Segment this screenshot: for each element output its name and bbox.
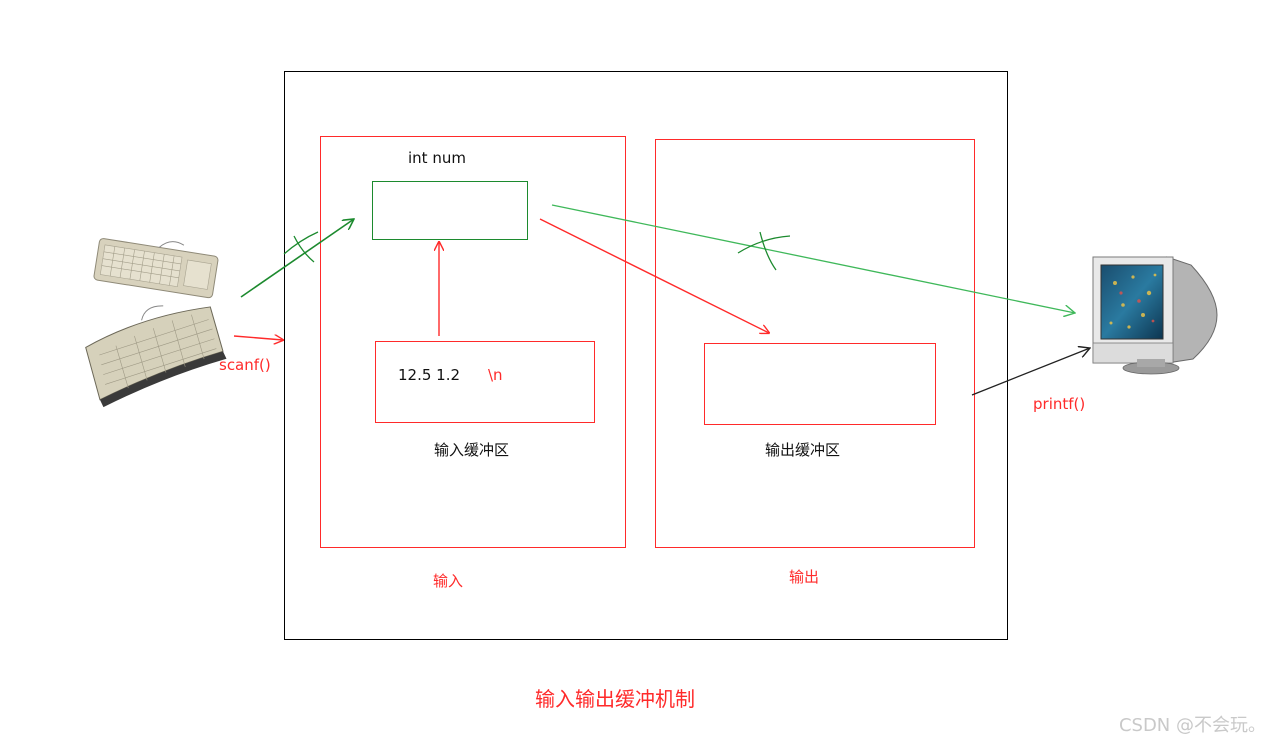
keyboard-icon bbox=[85, 305, 227, 408]
input-buffer-box bbox=[375, 341, 595, 423]
diagram-title: 输入输出缓冲机制 bbox=[535, 687, 695, 711]
variable-to-output-arrow bbox=[539, 218, 769, 333]
variable-label: int num bbox=[408, 149, 466, 167]
variable-box bbox=[372, 181, 528, 240]
input-buffer-values: 12.5 1.2 bbox=[398, 366, 461, 384]
output-buffer-label: 输出缓冲区 bbox=[765, 441, 841, 459]
keyboard-to-input-arrow bbox=[233, 336, 283, 340]
input-region bbox=[320, 136, 626, 548]
system-frame bbox=[284, 71, 1008, 640]
scanf-label: scanf() bbox=[219, 356, 271, 374]
monitor-icon bbox=[1092, 256, 1218, 375]
keyboard-icon bbox=[93, 238, 219, 299]
cross-mark-icon bbox=[293, 235, 315, 263]
output-region bbox=[655, 139, 975, 548]
keyboard-to-variable-arrow bbox=[240, 219, 354, 298]
input-buffer-label: 输入缓冲区 bbox=[434, 441, 510, 459]
input-buffer-newline: \n bbox=[488, 366, 503, 384]
output-to-monitor-arrow bbox=[971, 348, 1090, 396]
variable-to-monitor-arrow bbox=[551, 204, 1075, 313]
cross-mark-icon bbox=[759, 231, 777, 271]
output-buffer-box bbox=[704, 343, 936, 425]
printf-label: printf() bbox=[1033, 395, 1086, 413]
cross-mark-icon bbox=[283, 231, 319, 255]
watermark: CSDN @不会玩。 bbox=[1118, 715, 1266, 736]
output-region-label: 输出 bbox=[789, 568, 820, 586]
input-region-label: 输入 bbox=[433, 572, 464, 590]
